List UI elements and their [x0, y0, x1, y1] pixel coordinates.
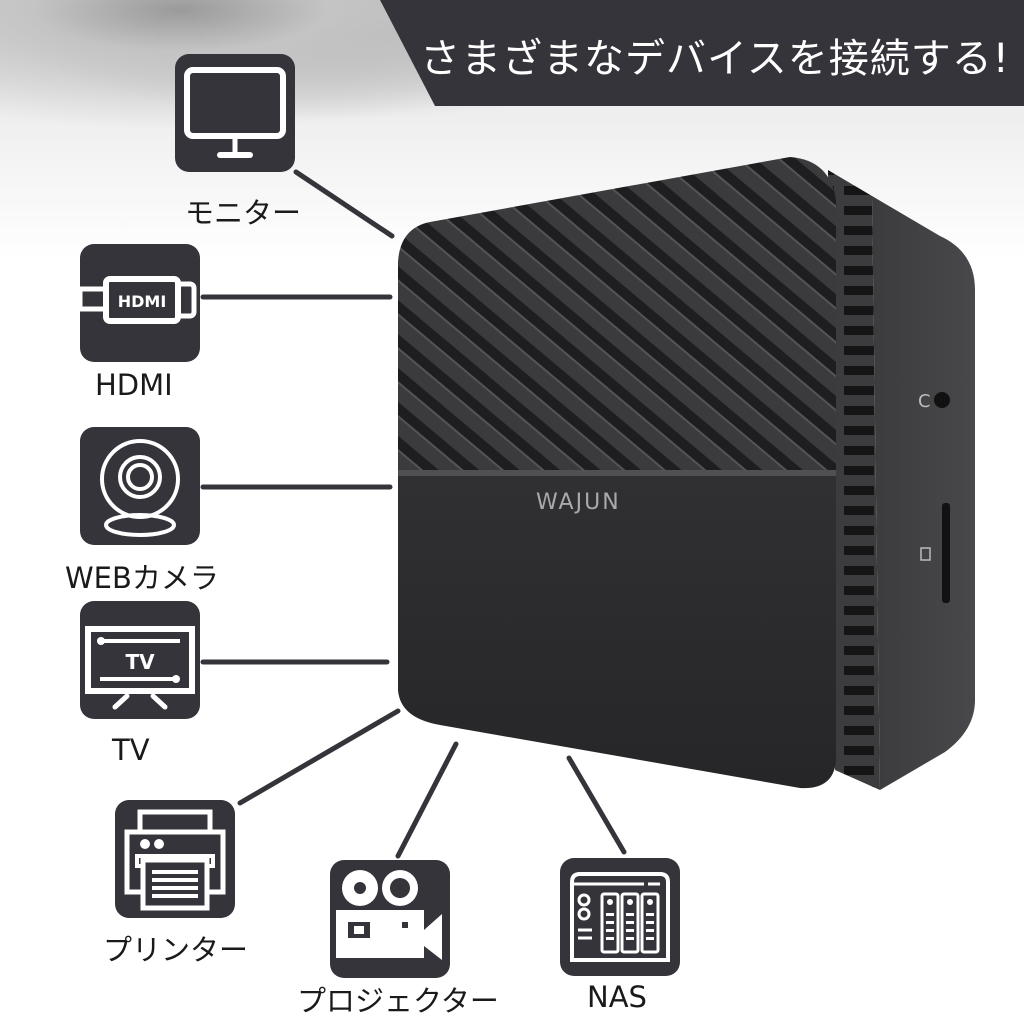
label-hdmi: HDMI	[95, 368, 173, 402]
nas-icon	[560, 858, 680, 976]
webcam-icon	[80, 427, 200, 545]
connector-projector	[395, 741, 459, 859]
label-projector: プロジェクター	[297, 984, 499, 1018]
hdmi-cable-icon: HDMI	[80, 244, 200, 362]
banner-title: さまざまなデバイスを接続する!	[420, 36, 1010, 82]
svg-text:TV: TV	[125, 650, 155, 674]
connector-printer	[237, 708, 401, 806]
printer-icon	[115, 800, 235, 918]
label-monitor: モニター	[185, 196, 302, 230]
connector-nas	[566, 755, 627, 855]
label-webcam: WEBカメラ	[65, 561, 219, 595]
connector-monitor	[293, 169, 395, 239]
monitor-icon	[175, 54, 295, 172]
svg-text:C: C	[918, 391, 931, 412]
tv-icon: TV	[80, 601, 200, 719]
label-tv: TV	[112, 733, 150, 767]
projector-icon	[330, 860, 450, 978]
label-printer: プリンター	[103, 933, 249, 967]
brand-logo: WAJUN	[536, 490, 621, 515]
header-banner	[380, 0, 1024, 106]
svg-text:HDMI: HDMI	[118, 292, 167, 311]
label-nas: NAS	[587, 980, 647, 1014]
